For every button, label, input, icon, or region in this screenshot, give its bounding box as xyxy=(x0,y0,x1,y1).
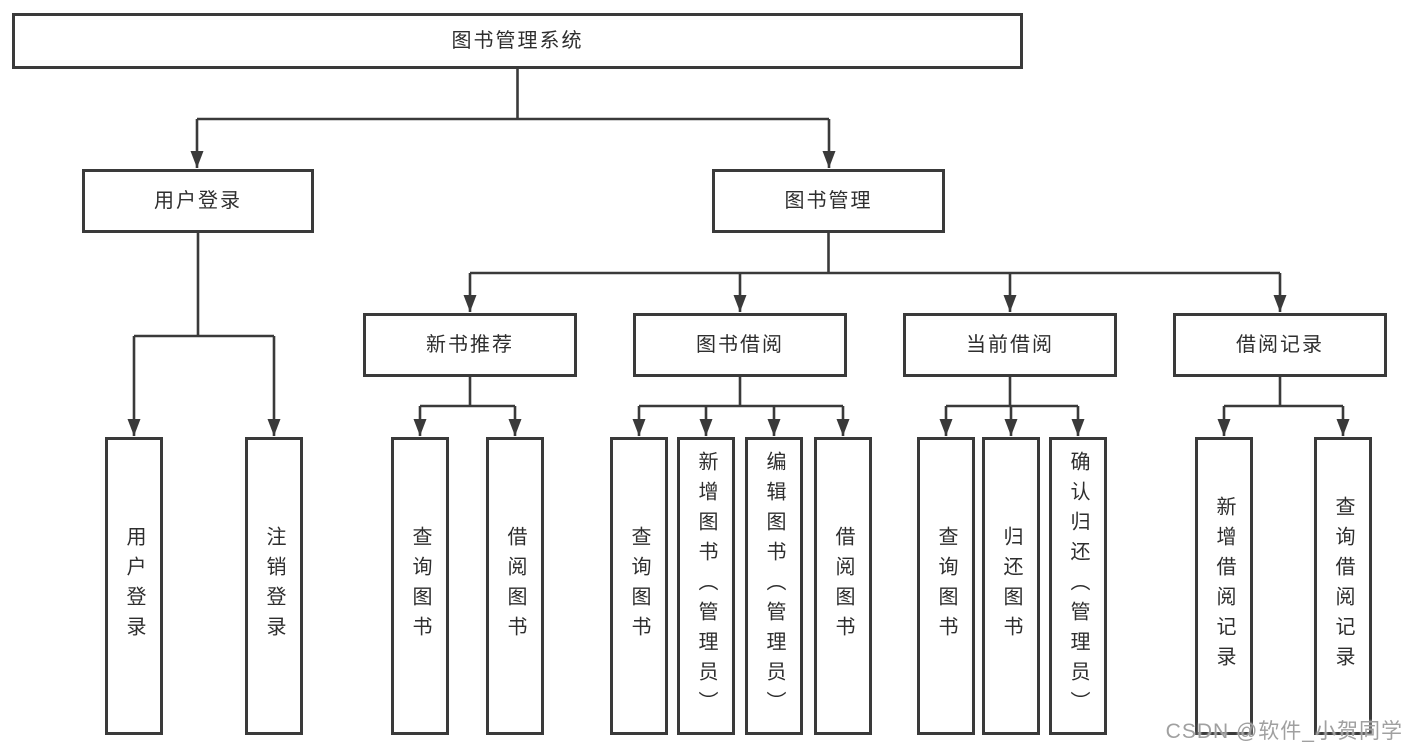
watermark: CSDN @软件_小贺同学 xyxy=(1165,720,1403,743)
node-book-management-module: 图书管理 xyxy=(712,169,945,233)
node-user-login-module: 用户登录 xyxy=(82,169,314,233)
node-current-borrow: 当前借阅 xyxy=(903,313,1117,377)
node-leaf-return-book: 归还图书 xyxy=(982,437,1040,735)
node-library-system-root: 图书管理系统 xyxy=(12,13,1023,69)
node-borrow-records: 借阅记录 xyxy=(1173,313,1387,377)
node-leaf-query-books-current: 查询图书 xyxy=(917,437,975,735)
node-leaf-add-book-admin: 新增图书（管理员） xyxy=(677,437,735,735)
node-leaf-edit-book-admin: 编辑图书（管理员） xyxy=(745,437,803,735)
node-leaf-query-books-recommend: 查询图书 xyxy=(391,437,449,735)
node-book-borrow: 图书借阅 xyxy=(633,313,847,377)
node-leaf-user-login: 用户登录 xyxy=(105,437,163,735)
node-leaf-query-borrow-record: 查询借阅记录 xyxy=(1314,437,1372,735)
node-new-book-recommend: 新书推荐 xyxy=(363,313,577,377)
node-leaf-add-borrow-record: 新增借阅记录 xyxy=(1195,437,1253,735)
node-leaf-borrow-books: 借阅图书 xyxy=(814,437,872,735)
node-leaf-query-books-borrow: 查询图书 xyxy=(610,437,668,735)
node-leaf-confirm-return-admin: 确认归还（管理员） xyxy=(1049,437,1107,735)
node-leaf-borrow-books-recommend: 借阅图书 xyxy=(486,437,544,735)
node-leaf-logout: 注销登录 xyxy=(245,437,303,735)
